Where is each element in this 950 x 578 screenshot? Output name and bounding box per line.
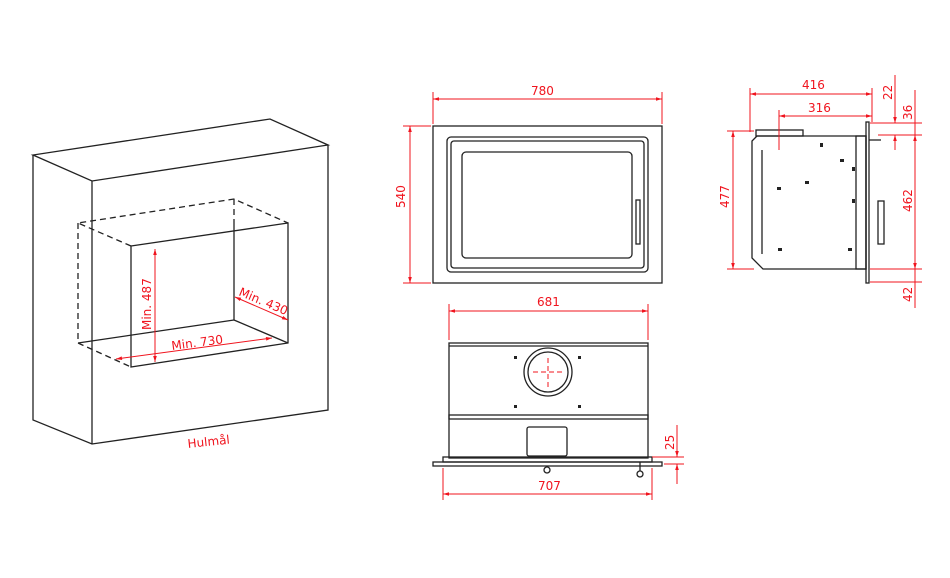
niche-height-label: Min. 487	[140, 278, 154, 330]
side-top-offset-b-label: 36	[901, 105, 915, 120]
front-height-label: 540	[394, 185, 408, 208]
niche-width-label: Min. 730	[171, 332, 224, 353]
top-outer-width-label: 707	[538, 479, 561, 493]
side-front-height-label: 462	[901, 189, 915, 212]
side-body-depth-label: 316	[808, 101, 831, 115]
niche-caption: Hulmål	[187, 433, 231, 451]
top-view: 681 707 25	[432, 295, 684, 500]
niche-width-dimension	[115, 337, 273, 360]
side-bottom-offset-label: 42	[901, 287, 915, 302]
niche-depth-dimension	[234, 296, 289, 321]
front-view: 780 540	[394, 84, 663, 284]
side-total-depth-label: 416	[802, 78, 825, 92]
niche-isometric: Min. 487 Min. 730 Min. 430 Hulmål	[30, 118, 331, 451]
side-view: 416 316 477 22 36 462 42	[718, 75, 922, 308]
side-body-height-label: 477	[718, 185, 732, 208]
top-inner-width-label: 681	[537, 295, 560, 309]
flange-label: 25	[663, 435, 677, 450]
front-width-label: 780	[531, 84, 554, 98]
side-top-offset-a-label: 22	[881, 85, 895, 100]
